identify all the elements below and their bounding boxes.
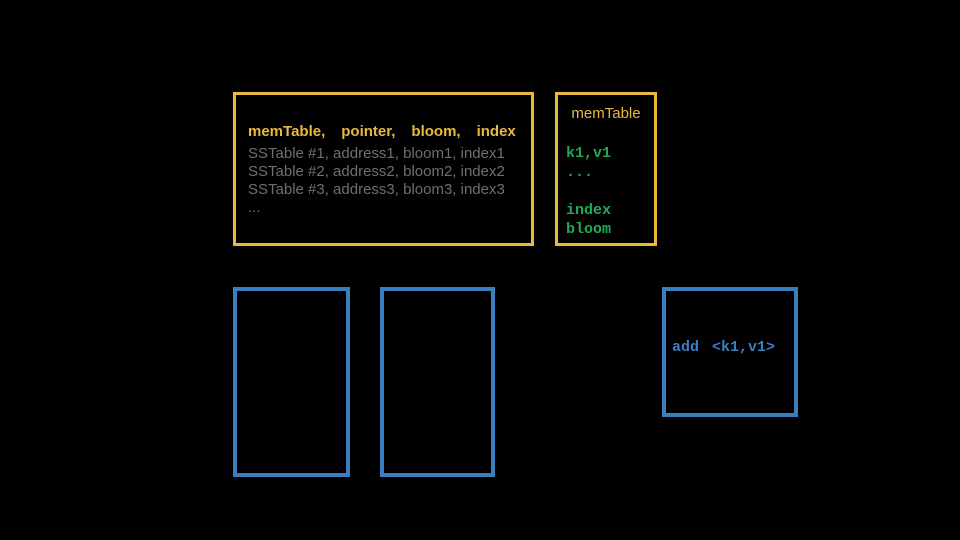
catalog-header-column: bloom,	[411, 123, 461, 140]
sstable-box-1	[233, 287, 350, 477]
memtable-entry: ...	[566, 164, 594, 181]
catalog-row: SSTable #3, address3, bloom3, index3	[248, 181, 505, 198]
memtable-title: memTable	[571, 105, 641, 122]
catalog-header-column: index	[476, 123, 516, 140]
catalog-header-column: pointer,	[341, 123, 396, 140]
memtable-box: memTable k1,v1... index bloom	[555, 92, 657, 246]
catalog-row: SSTable #2, address2, bloom2, index2	[248, 163, 505, 180]
catalog-row: SSTable #1, address1, bloom1, index1	[248, 145, 505, 162]
memtable-entries: k1,v1...	[558, 144, 654, 182]
memtable-entry: k1,v1	[566, 145, 612, 162]
sstable-box-2	[380, 287, 495, 477]
memtable-structures: index bloom	[558, 201, 654, 239]
catalog-header-row: memTable, pointer, bloom, index	[248, 123, 523, 141]
add-operation-box: add <k1,v1>	[662, 287, 798, 417]
catalog-header-column: memTable,	[248, 123, 326, 140]
sstable-catalog-box: memTable, pointer, bloom, index SSTable #1,…	[233, 92, 534, 246]
add-operation-argument: <k1,v1>	[712, 339, 776, 356]
catalog-ellipsis: ...	[248, 199, 261, 216]
memtable-structure: index	[566, 202, 612, 219]
memtable-structure: bloom	[566, 221, 612, 238]
add-operation-verb: add	[672, 339, 700, 356]
